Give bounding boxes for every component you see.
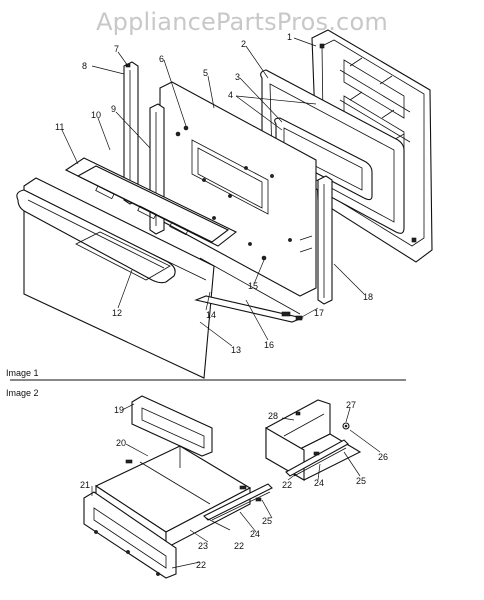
callout-13: 13 (231, 345, 241, 355)
callout-3: 3 (235, 72, 240, 82)
callout-8: 8 (82, 61, 87, 71)
part-hinge-right (299, 175, 333, 305)
callout-27: 27 (346, 400, 356, 410)
callout-2: 2 (241, 39, 246, 49)
part-door-handle (16, 189, 176, 284)
callout-6: 6 (159, 54, 164, 64)
callout-18: 18 (363, 292, 373, 302)
callout-11: 11 (55, 122, 64, 132)
callout-24: 24 (250, 529, 260, 539)
callout-22c: 22 (282, 480, 292, 490)
callout-14: 14 (206, 310, 216, 320)
callout-22b: 22 (196, 560, 206, 570)
callout-10: 10 (91, 110, 101, 120)
section-label-image-1: Image 1 (6, 368, 39, 378)
part-drawer-front (83, 491, 177, 579)
part-bottom-trim (194, 257, 304, 323)
part-drawer-side-assembly (265, 399, 362, 481)
part-drawer-slide-left (203, 483, 273, 521)
callout-5: 5 (203, 68, 208, 78)
callout-9: 9 (111, 104, 116, 114)
callouts-image-2: 19 20 21 22 23 24 25 22 22 24 25 26 27 2… (80, 400, 388, 570)
callout-16: 16 (264, 340, 274, 350)
watermark: AppliancePartsPros.com (96, 8, 388, 36)
callout-28: 28 (268, 411, 278, 421)
callout-15: 15 (248, 281, 258, 291)
callouts-image-1: 1 2 3 4 5 6 7 8 9 10 11 12 13 14 15 16 1… (55, 32, 373, 355)
part-drawer-slide-right (285, 439, 349, 477)
part-drawer-back (131, 395, 213, 457)
callout-19: 19 (114, 405, 124, 415)
callout-23: 23 (198, 541, 208, 551)
part-top-trim (64, 157, 238, 247)
callout-26: 26 (378, 452, 388, 462)
callout-21: 21 (80, 480, 90, 490)
callout-7: 7 (114, 44, 119, 54)
callout-20: 20 (116, 438, 126, 448)
callout-25b: 25 (356, 476, 366, 486)
section-label-image-2: Image 2 (6, 388, 39, 398)
callout-24b: 24 (314, 478, 324, 488)
callout-22: 22 (234, 541, 244, 551)
callout-1: 1 (287, 32, 292, 42)
callout-12: 12 (112, 308, 122, 318)
callout-17: 17 (314, 308, 324, 318)
callout-25: 25 (262, 516, 272, 526)
part-drawer-screws (342, 422, 350, 430)
callout-4: 4 (228, 90, 233, 100)
